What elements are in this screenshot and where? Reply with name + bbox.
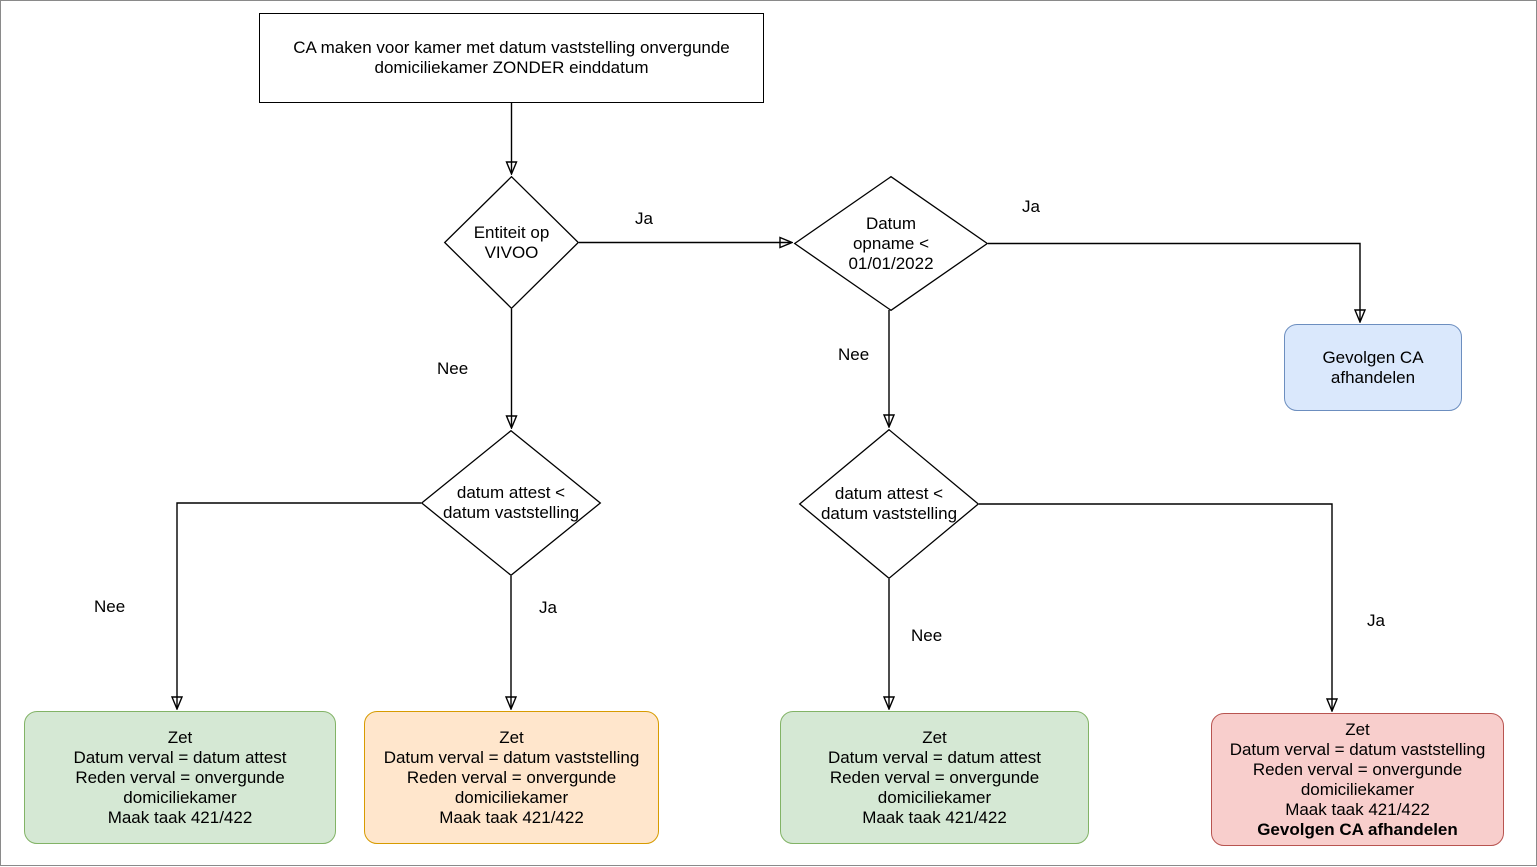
action-zet-datum-attest-left: Zet Datum verval = datum attest Reden ve… — [24, 711, 336, 844]
diamond-shape — [793, 175, 989, 312]
start-node-label: CA maken voor kamer met datum vaststelli… — [293, 38, 730, 77]
edge-label-attest-left-ja: Ja — [537, 598, 559, 618]
action-zet-vaststelling-gevolgen-bold-label: Gevolgen CA afhandelen — [1257, 819, 1458, 839]
action-zet-vaststelling-gevolgen-label: Zet Datum verval = datum vaststelling Re… — [1229, 719, 1486, 819]
edge-label-vivoo-nee: Nee — [435, 359, 471, 379]
decision-datum-attest-left-label: datum attest < datum vaststelling — [442, 483, 580, 522]
terminal-gevolgen-ca: Gevolgen CA afhandelen — [1284, 324, 1462, 411]
terminal-gevolgen-ca-label: Gevolgen CA afhandelen — [1322, 347, 1424, 387]
decision-datum-opname: Datum opname < 01/01/2022 — [793, 175, 989, 312]
action-zet-datum-attest-mid: Zet Datum verval = datum attest Reden ve… — [780, 711, 1089, 844]
edge-label-attest-right-ja: Ja — [1365, 611, 1387, 631]
edge-label-opname-ja: Ja — [1020, 197, 1042, 217]
edge-label-attest-right-nee: Nee — [909, 626, 945, 646]
action-zet-datum-vaststelling-label: Zet Datum verval = datum vaststelling Re… — [383, 727, 640, 827]
diamond-shape — [420, 429, 602, 577]
decision-datum-opname-label: Datum opname < 01/01/2022 — [848, 213, 934, 273]
connector-opname-ja-to-gevolgen — [988, 242, 1360, 322]
diamond-shape — [443, 175, 580, 310]
action-zet-datum-attest-mid-label: Zet Datum verval = datum attest Reden ve… — [827, 727, 1042, 827]
decision-datum-attest-right-label: datum attest < datum vaststelling — [820, 484, 958, 523]
edge-label-vivoo-ja: Ja — [633, 209, 655, 229]
connector-attest-left-nee-to-green — [177, 502, 421, 708]
action-zet-datum-attest-left-label: Zet Datum verval = datum attest Reden ve… — [73, 727, 287, 827]
decision-entiteit-vivoo: Entiteit op VIVOO — [443, 175, 580, 310]
start-node: CA maken voor kamer met datum vaststelli… — [259, 13, 764, 103]
decision-datum-attest-right: datum attest < datum vaststelling — [798, 428, 980, 580]
action-zet-datum-vaststelling: Zet Datum verval = datum vaststelling Re… — [364, 711, 659, 844]
edge-label-attest-left-nee: Nee — [92, 597, 128, 617]
edge-label-opname-nee: Nee — [836, 345, 872, 365]
diamond-shape — [798, 428, 980, 580]
decision-datum-attest-left: datum attest < datum vaststelling — [420, 429, 602, 577]
connector-attest-right-ja-to-red — [979, 503, 1332, 710]
decision-entiteit-vivoo-label: Entiteit op VIVOO — [473, 222, 550, 262]
action-zet-vaststelling-gevolgen: Zet Datum verval = datum vaststelling Re… — [1211, 713, 1504, 846]
